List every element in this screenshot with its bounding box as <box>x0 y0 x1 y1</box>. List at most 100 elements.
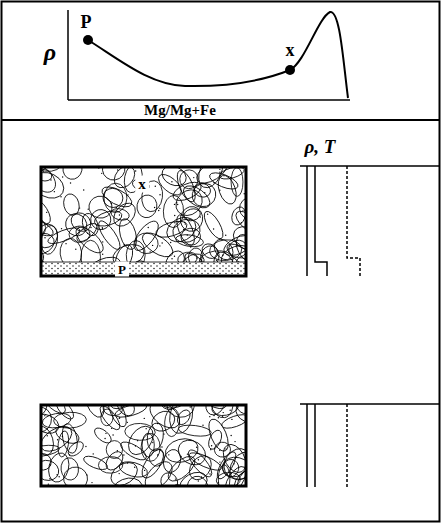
stipple <box>193 177 194 178</box>
stipple <box>216 260 217 261</box>
stipple <box>170 242 171 243</box>
point-label: P <box>81 13 92 31</box>
swirl <box>224 240 246 262</box>
swirl <box>229 222 246 255</box>
swirl <box>175 233 204 248</box>
swirl <box>53 412 86 429</box>
layer-label: x <box>135 176 149 193</box>
dense-layer <box>41 262 246 276</box>
swirl <box>214 449 240 481</box>
stipple <box>204 192 205 193</box>
swirl <box>234 255 246 262</box>
swirl <box>41 167 61 197</box>
stipple <box>198 459 199 460</box>
stipple <box>213 182 214 183</box>
stipple <box>202 425 203 426</box>
swirl <box>141 433 160 461</box>
panel-divider <box>1 119 440 121</box>
stipple <box>152 245 153 246</box>
profile-line <box>306 404 308 487</box>
swirl <box>188 179 221 212</box>
stipple <box>83 189 84 190</box>
stipple <box>54 191 55 192</box>
stipple <box>187 453 188 454</box>
stipple <box>101 173 102 174</box>
swirl <box>134 232 159 254</box>
swirl <box>104 405 130 429</box>
stipple <box>127 422 128 423</box>
stipple <box>159 464 160 465</box>
swirl <box>117 459 149 480</box>
swirl <box>109 199 139 230</box>
swirl <box>107 474 146 486</box>
stipple <box>160 449 161 450</box>
swirl <box>97 405 123 433</box>
axis-label: ρ <box>44 40 56 64</box>
swirl <box>232 207 246 237</box>
stipple <box>218 417 219 418</box>
swirl <box>102 405 123 417</box>
swirl <box>123 422 158 459</box>
stipple <box>219 169 220 170</box>
stipple <box>145 428 146 429</box>
swirl <box>59 237 83 262</box>
stipple <box>152 442 153 443</box>
y-axis <box>67 10 69 100</box>
stipple <box>46 212 47 213</box>
stipple <box>161 446 162 447</box>
stipple <box>50 464 51 465</box>
swirl <box>114 405 148 420</box>
stipple <box>87 233 88 234</box>
stipple <box>116 207 117 208</box>
stipple <box>127 194 128 195</box>
stipple <box>79 207 80 208</box>
swirl <box>158 470 181 486</box>
stipple <box>49 478 50 479</box>
stipple <box>65 243 66 244</box>
stipple <box>210 449 211 450</box>
stipple <box>201 476 202 477</box>
stipple <box>218 482 219 483</box>
stipple <box>213 415 214 416</box>
stipple <box>70 182 71 183</box>
stipple <box>58 476 59 477</box>
stipple <box>43 171 44 172</box>
stipple <box>171 181 172 182</box>
stipple <box>163 433 164 434</box>
stipple <box>149 251 150 252</box>
density-curve <box>88 12 348 98</box>
stipple <box>183 229 184 230</box>
swirl <box>214 441 232 458</box>
stipple <box>219 461 220 462</box>
swirl <box>232 231 246 262</box>
stipple <box>44 237 45 238</box>
stipple <box>241 222 242 223</box>
stipple <box>213 228 214 229</box>
stipple <box>159 245 160 246</box>
swirl <box>178 423 212 437</box>
stipple <box>91 482 92 483</box>
swirl <box>41 220 62 251</box>
stipple <box>233 463 234 464</box>
stipple <box>50 179 51 180</box>
swirl <box>41 167 68 203</box>
stipple <box>209 473 210 474</box>
swirl <box>41 230 57 258</box>
temperature-profile <box>347 166 360 276</box>
stipple <box>158 210 159 211</box>
stipple <box>88 237 89 238</box>
convection-texture <box>41 167 246 262</box>
stipple <box>137 440 138 441</box>
swirl <box>41 451 53 472</box>
swirl <box>135 193 158 219</box>
stipple <box>62 436 63 437</box>
stipple <box>223 412 224 413</box>
stipple <box>176 202 177 203</box>
stipple <box>196 446 197 447</box>
stipple <box>102 253 103 254</box>
swirl <box>176 249 208 262</box>
swirl <box>164 452 199 485</box>
swirl <box>110 207 131 222</box>
stipple <box>174 204 175 205</box>
